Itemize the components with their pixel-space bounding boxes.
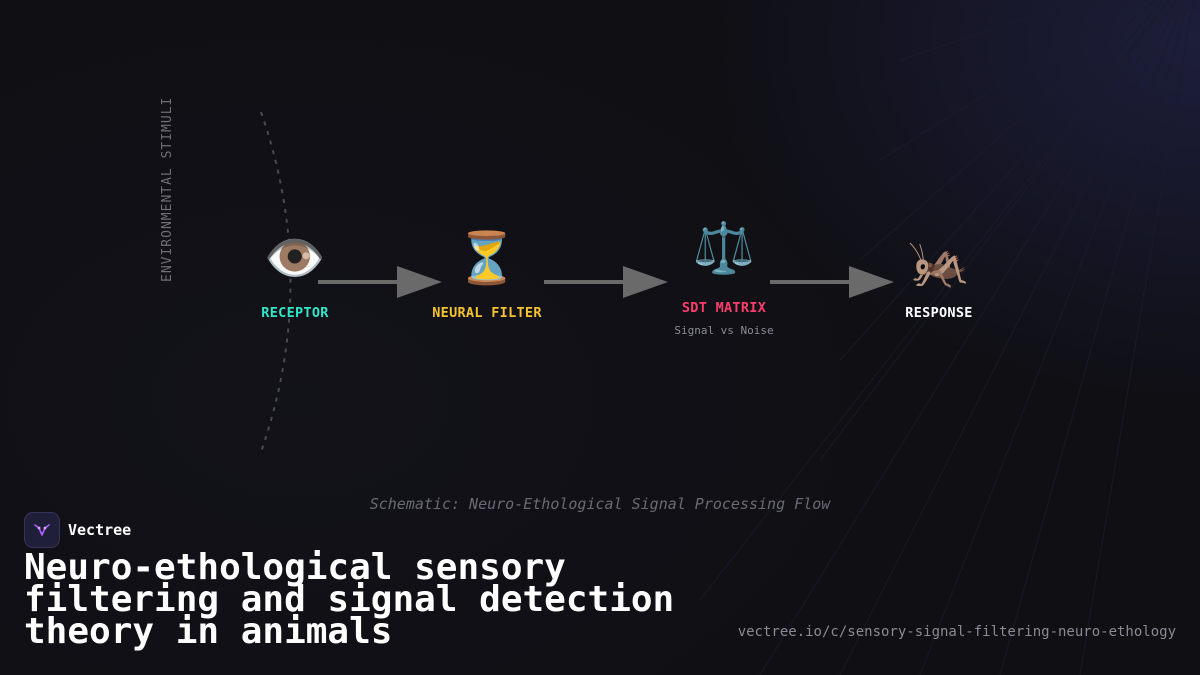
page-url[interactable]: vectree.io/c/sensory-signal-filtering-ne… <box>737 624 1176 640</box>
node-receptor-label: RECEPTOR <box>261 305 329 321</box>
brand[interactable]: Vectree <box>24 512 131 548</box>
node-response-label: RESPONSE <box>905 305 973 321</box>
arrow-sdt-to-response <box>770 266 894 298</box>
node-sdt-matrix-sublabel: Signal vs Noise <box>674 324 774 337</box>
stimuli-boundary-curve <box>260 111 292 453</box>
vectree-logo-icon <box>24 512 60 548</box>
balance-scale-icon: ⚖️ <box>692 219 756 277</box>
node-neural-filter: ⏳ NEURAL FILTER <box>417 228 557 321</box>
diagram-caption: Schematic: Neuro-Ethological Signal Proc… <box>369 495 831 513</box>
brand-name: Vectree <box>68 521 132 539</box>
flow-arrows <box>318 266 894 298</box>
node-response: 🦗 RESPONSE <box>879 232 999 321</box>
eye-icon: 👁️ <box>263 229 327 287</box>
page-title: Neuro-ethological sensory filtering and … <box>24 547 675 652</box>
cricket-icon: 🦗 <box>907 233 971 291</box>
node-sdt-matrix-label: SDT MATRIX <box>681 300 767 316</box>
node-neural-filter-label: NEURAL FILTER <box>432 305 542 321</box>
environmental-stimuli-label: ENVIRONMENTAL STIMULI <box>160 96 175 282</box>
node-receptor: 👁️ RECEPTOR <box>235 228 355 321</box>
arrow-receptor-to-filter <box>318 266 442 298</box>
node-sdt-matrix: ⚖️ SDT MATRIX Signal vs Noise <box>664 218 784 337</box>
hourglass-icon: ⏳ <box>455 229 519 287</box>
arrow-filter-to-sdt <box>544 266 668 298</box>
